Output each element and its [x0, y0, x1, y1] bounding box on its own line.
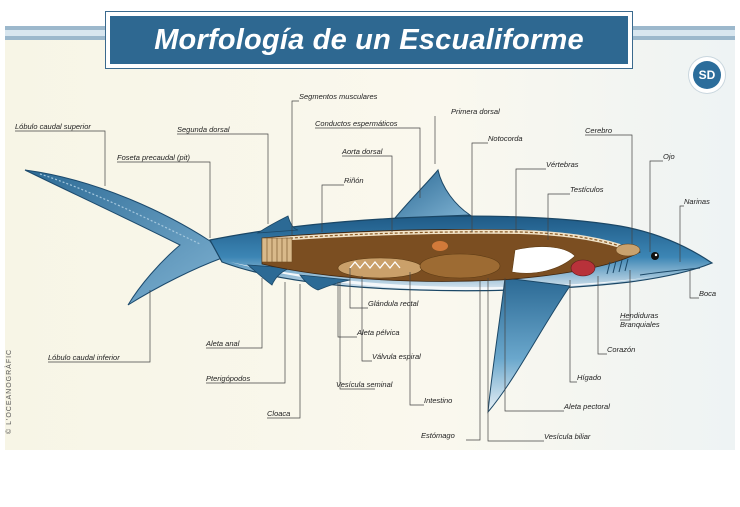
- first-dorsal-fin: [393, 168, 472, 219]
- brain: [615, 243, 641, 257]
- label-cerebro: Cerebro: [585, 126, 612, 135]
- label-intestino: Intestino: [424, 396, 452, 405]
- label-foseta-precaudal: Foseta precaudal (pit): [117, 153, 190, 162]
- stomach: [419, 253, 501, 279]
- page-title: Morfología de un Escualiforme: [154, 23, 584, 56]
- label-vesicula-seminal: Vesícula seminal: [336, 380, 393, 389]
- label-aleta-pelvica: Aleta pélvica: [356, 328, 400, 337]
- anal-fin: [246, 264, 291, 286]
- logo-text: SD: [693, 61, 721, 89]
- notochord: [264, 231, 621, 247]
- label-conductos-espermaticos: Conductos espermáticos: [315, 119, 398, 128]
- pelvic-fin: [299, 274, 351, 291]
- label-corazon: Corazón: [607, 345, 635, 354]
- label-ojo: Ojo: [663, 152, 675, 161]
- second-dorsal-fin: [256, 215, 299, 234]
- eye-highlight: [654, 253, 658, 257]
- title-box-inner: Morfología de un Escualiforme: [110, 16, 628, 64]
- label-aleta-pectoral: Aleta pectoral: [563, 402, 610, 411]
- gill-slits: [606, 258, 629, 275]
- label-higado: Hígado: [577, 373, 601, 382]
- liver: [511, 246, 576, 274]
- label-segunda-dorsal: Segunda dorsal: [177, 125, 230, 134]
- label-aleta-anal: Aleta anal: [205, 339, 240, 348]
- label-vertebras: Vértebras: [546, 160, 579, 169]
- label-rinon: Riñón: [344, 176, 364, 185]
- label-primera-dorsal: Primera dorsal: [451, 107, 500, 116]
- label-boca: Boca: [699, 289, 716, 298]
- label-hendiduras: Hendiduras: [620, 311, 659, 320]
- label-lobulo-caudal-superior: Lóbulo caudal superior: [15, 122, 91, 131]
- label-testiculos: Testículos: [570, 185, 604, 194]
- label-pterigopodos: Pterigópodos: [206, 374, 250, 383]
- eye: [651, 252, 659, 260]
- mouth: [639, 267, 701, 276]
- spiral-valve: [349, 260, 401, 270]
- label-estomago: Estómago: [421, 431, 455, 440]
- label-notocorda: Notocorda: [488, 134, 523, 143]
- label-segmentos-musculares: Segmentos musculares: [299, 92, 378, 101]
- label-glandula-rectal: Glándula rectal: [368, 299, 419, 308]
- label-branquiales: Branquiales: [620, 320, 660, 329]
- labels: Lóbulo caudal superior Foseta precaudal …: [15, 92, 716, 441]
- pectoral-fin: [487, 277, 571, 414]
- logo-badge: SD: [689, 57, 725, 93]
- label-narinas: Narinas: [684, 197, 710, 206]
- testicle: [432, 241, 448, 251]
- title-box: Morfología de un Escualiforme: [105, 11, 633, 69]
- leader-lines: [15, 100, 699, 442]
- caudal-fin: [24, 169, 223, 306]
- label-aorta-dorsal: Aorta dorsal: [341, 147, 383, 156]
- label-vesicula-biliar: Vesícula biliar: [544, 432, 591, 441]
- muscle-segment-lines: [266, 238, 288, 262]
- label-lobulo-caudal-inferior: Lóbulo caudal inferior: [48, 353, 120, 362]
- label-valvula-espiral: Válvula espiral: [372, 352, 421, 361]
- label-cloaca: Cloaca: [267, 409, 290, 418]
- heart: [570, 259, 596, 277]
